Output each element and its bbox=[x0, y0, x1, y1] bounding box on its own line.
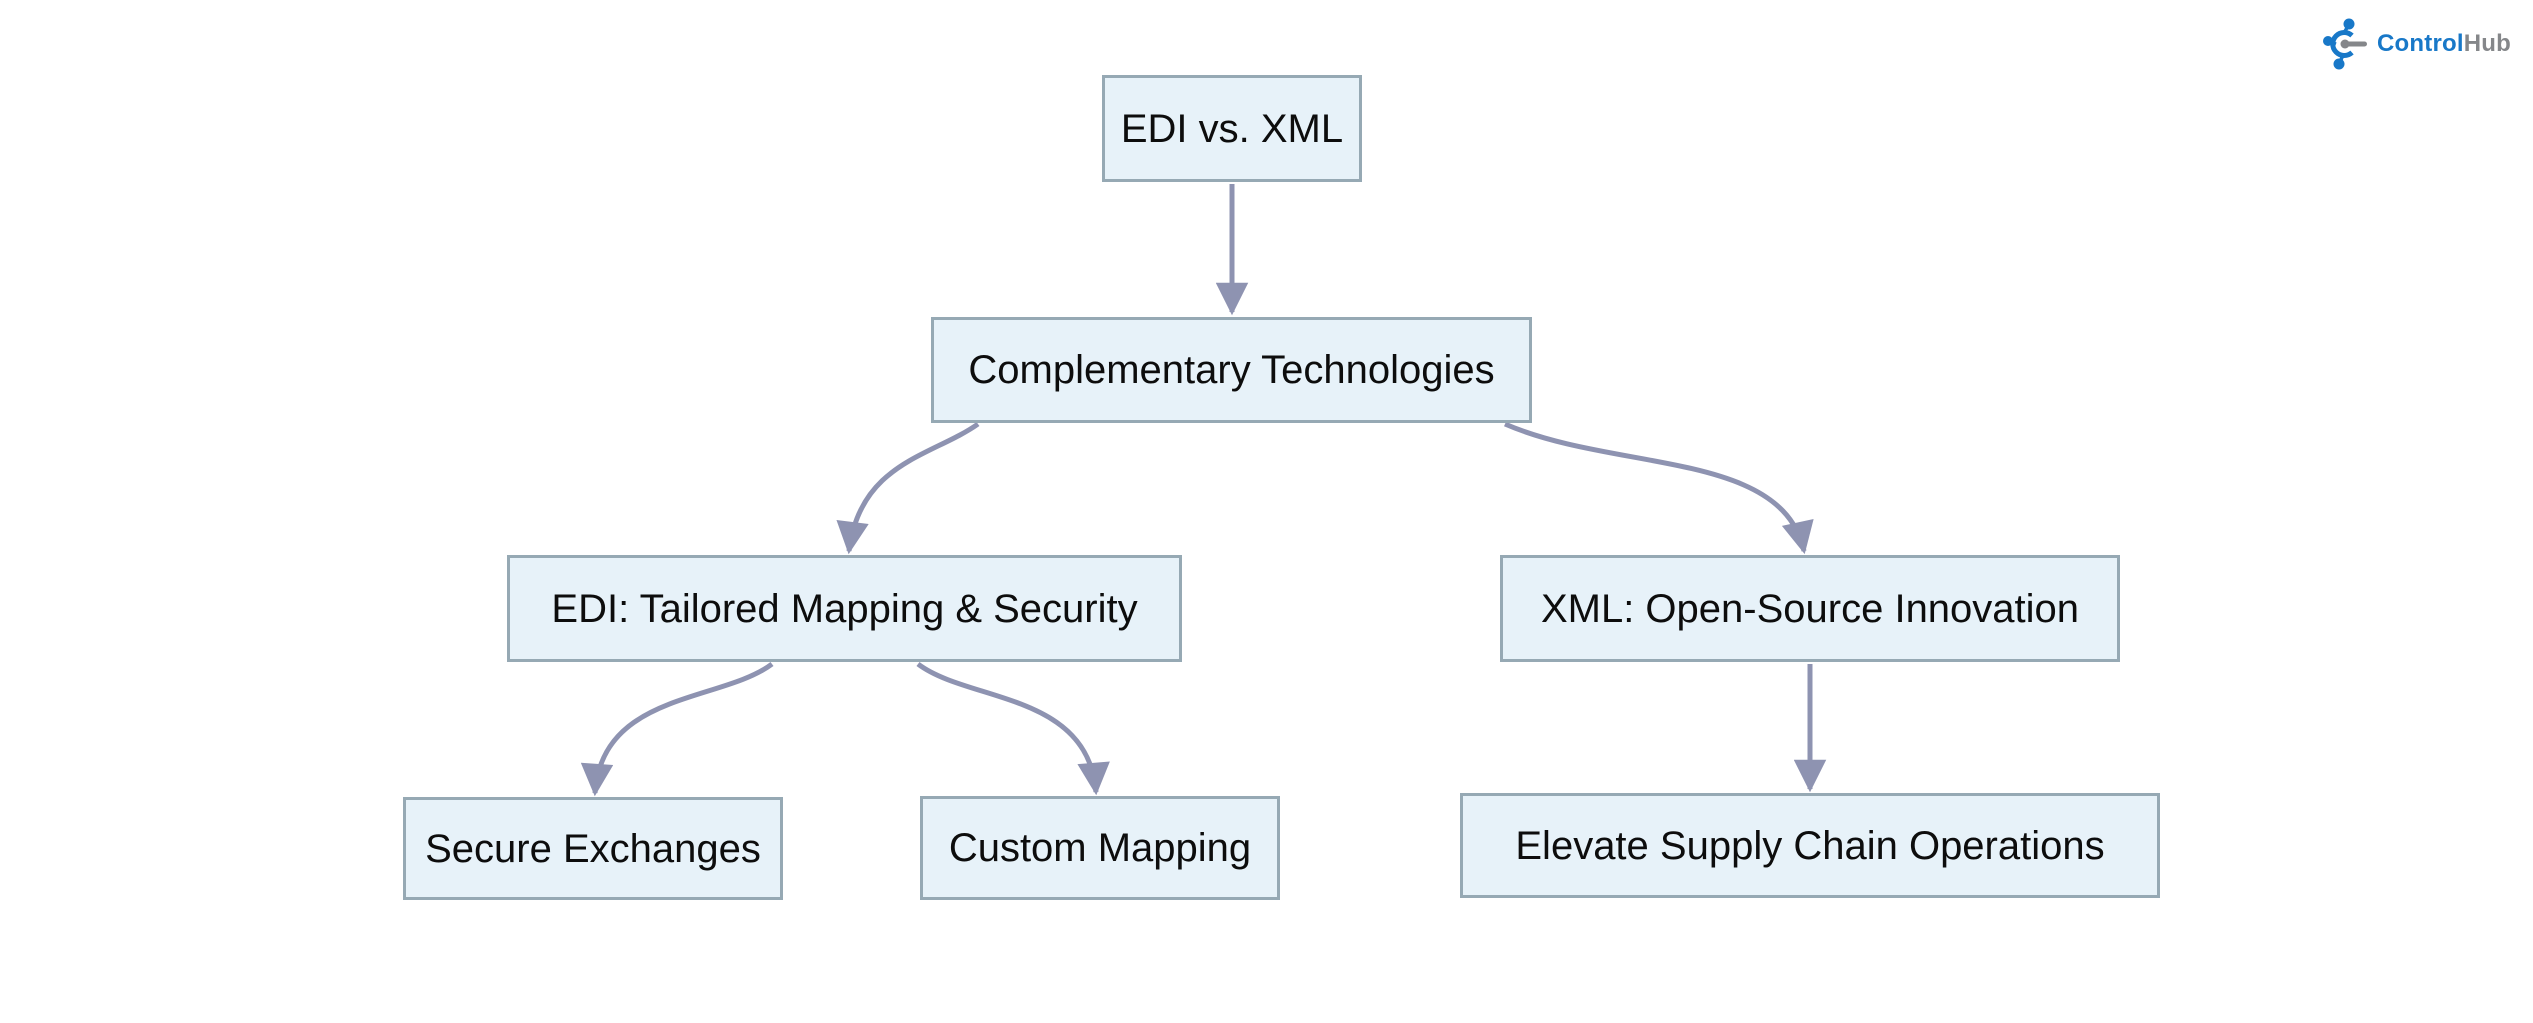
edge-edi-secure bbox=[580, 662, 774, 797]
controlhub-logo-text: ControlHub bbox=[2377, 30, 2511, 58]
logo-text-control: Control bbox=[2377, 30, 2464, 57]
node-label: Secure Exchanges bbox=[425, 826, 761, 871]
node-label: EDI vs. XML bbox=[1120, 106, 1344, 151]
node-custom-mapping: Custom Mapping bbox=[920, 796, 1280, 900]
node-label: Elevate Supply Chain Operations bbox=[1515, 823, 2105, 868]
node-complementary-technologies: Complementary Technologies bbox=[931, 317, 1532, 423]
edge-complementary-xml bbox=[1504, 421, 1814, 555]
controlhub-logo: ControlHub bbox=[2323, 18, 2511, 70]
logo-text-hub: Hub bbox=[2463, 30, 2511, 57]
node-secure-exchanges: Secure Exchanges bbox=[403, 797, 783, 900]
node-label: Custom Mapping bbox=[948, 826, 1252, 870]
node-edi-vs-xml: EDI vs. XML bbox=[1102, 75, 1362, 182]
node-label: EDI: Tailored Mapping & Security bbox=[551, 586, 1138, 631]
edge-edi-custom bbox=[916, 662, 1110, 796]
node-xml-open-source-innovation: XML: Open-Source Innovation bbox=[1500, 555, 2120, 662]
node-label: Complementary Technologies bbox=[968, 348, 1495, 392]
controlhub-hub-icon bbox=[2323, 18, 2368, 70]
node-label: XML: Open-Source Innovation bbox=[1540, 586, 2080, 631]
node-edi-tailored-mapping-security: EDI: Tailored Mapping & Security bbox=[507, 555, 1182, 662]
node-elevate-supply-chain-operations: Elevate Supply Chain Operations bbox=[1460, 793, 2160, 898]
edge-complementary-edi bbox=[836, 421, 980, 555]
